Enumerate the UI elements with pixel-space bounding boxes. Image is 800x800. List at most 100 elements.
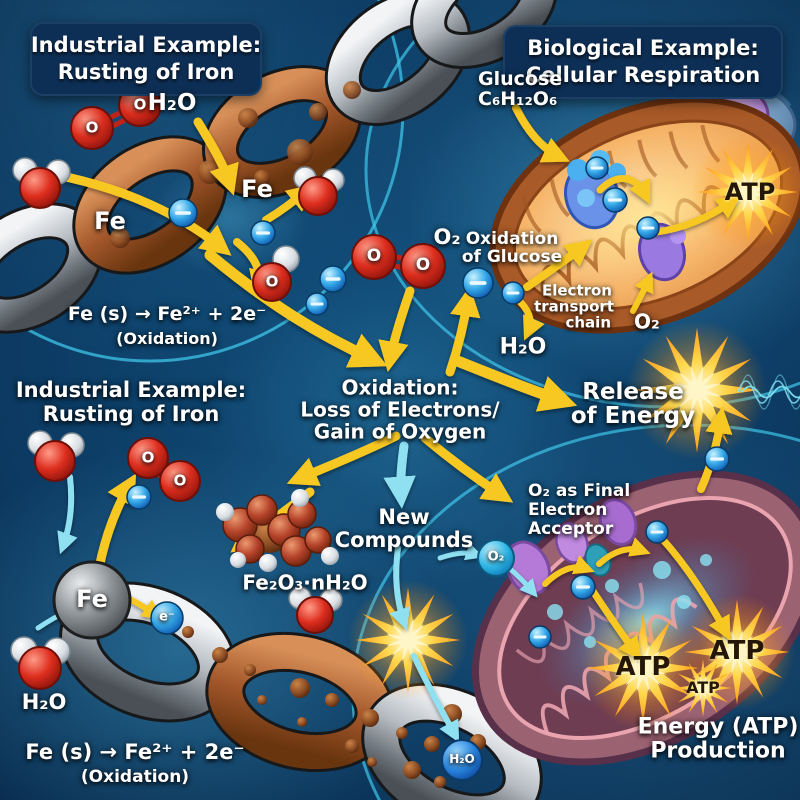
oxygen-atom-label: O — [415, 255, 431, 276]
rust-particles — [182, 626, 486, 788]
glucose-formula: C₆H₁₂O₆ — [478, 88, 558, 111]
arrow — [596, 175, 651, 205]
industrial-title-2-line1: Industrial Example: — [15, 377, 247, 402]
electron-icon — [250, 220, 276, 246]
o2-molecule-bottom-left — [127, 437, 201, 502]
oxygen-atom-label: O — [265, 272, 279, 291]
h2o-bubble-label: H₂O — [449, 752, 475, 767]
arrow — [57, 474, 78, 555]
energy-production-line1: Energy (ATP) — [637, 714, 799, 740]
release-line2: of Energy — [570, 402, 696, 429]
starburst-atp-top — [690, 134, 800, 250]
electron-icon — [602, 187, 628, 213]
oxygen-atom-label: O — [85, 118, 99, 137]
title-box-industrial-top: Industrial Example: Rusting of Iron — [30, 22, 262, 96]
arrow — [411, 653, 460, 743]
chain-link — [361, 682, 543, 800]
electron-icon — [501, 281, 525, 305]
energy-wave — [737, 374, 800, 410]
title-line: Cellular Respiration — [525, 63, 761, 87]
title-box-biological-top: Biological Example: Cellular Respiration — [503, 25, 783, 99]
electron-icon — [585, 156, 609, 180]
oxygen-atom-label: O — [366, 246, 382, 267]
electron-icon — [126, 484, 152, 510]
arrow — [630, 271, 654, 314]
electron-icon — [462, 267, 494, 299]
oxygen-atom-label: O — [133, 95, 147, 114]
electron-icon — [168, 198, 198, 228]
electron-e-sphere — [150, 601, 184, 635]
etc-line1: Electron — [541, 281, 612, 300]
water-molecule — [27, 430, 85, 482]
starburst-atp-1 — [581, 606, 705, 730]
arrow — [596, 537, 651, 567]
o2-label-center: O₂ — [433, 224, 461, 249]
fe-atom-sphere — [52, 560, 132, 640]
arrow — [389, 545, 410, 631]
atp-label-1: ATP — [615, 652, 671, 683]
fe-label-left: Fe — [94, 207, 126, 236]
energy-production-line2: Production — [650, 738, 786, 764]
arrow — [523, 239, 593, 291]
oxidation-equation-note-top: (Oxidation) — [116, 328, 218, 348]
arrow — [286, 431, 401, 486]
title-line: Rusting of Iron — [57, 60, 235, 84]
arrow — [449, 354, 578, 412]
water-molecule — [288, 586, 343, 634]
arrow — [542, 555, 595, 587]
electron-icon — [704, 446, 730, 472]
o2-molecule-center — [351, 234, 446, 289]
electron-label: e⁻ — [159, 609, 175, 625]
definition-line2: Loss of Electrons/ — [300, 397, 500, 422]
oxygen-atom-label: O — [173, 471, 187, 490]
water-molecule — [10, 636, 71, 690]
oxygen-atom-label: O — [141, 448, 155, 467]
h2o-label-top-left: H₂O — [147, 89, 197, 116]
water-molecule — [12, 157, 71, 209]
oxidation-equation-top: Fe (s) → Fe²⁺ + 2e⁻ — [67, 303, 267, 326]
arrow — [378, 286, 415, 373]
etc-line3: chain — [565, 313, 611, 332]
final-acceptor-line3: Acceptor — [528, 519, 614, 540]
electron-icon — [636, 216, 660, 240]
arrow — [512, 104, 570, 163]
arrow — [506, 565, 538, 598]
o2-bubble-label: O₂ — [487, 549, 505, 565]
definition-line3: Gain of Oxygen — [313, 419, 487, 444]
arrow — [383, 441, 416, 509]
rust-formula-label: Fe₂O₃·nH₂O — [242, 570, 368, 595]
hydroxide-molecule — [252, 245, 300, 302]
atp-label-small: ATP — [686, 677, 720, 697]
oxidation-of-glucose-line2: of Glucose — [461, 247, 563, 268]
arrow — [420, 433, 514, 503]
fe-sphere-label: Fe — [76, 585, 108, 614]
new-compounds-line2: Compounds — [334, 527, 474, 552]
h2o-label-bottom-left: H₂O — [21, 689, 67, 714]
water-molecule — [293, 166, 345, 216]
starburst-new-compounds — [348, 580, 468, 700]
electrons — [126, 156, 730, 649]
final-acceptor-line1: O₂ as Final — [528, 481, 631, 502]
etc-line2: transport — [534, 297, 614, 316]
atp-label-2: ATP — [709, 636, 765, 667]
cyan-arrows — [35, 441, 538, 743]
final-acceptor-line2: Electron — [528, 500, 608, 521]
title-line: Industrial Example: — [30, 32, 262, 57]
definition-line1: Oxidation: — [341, 375, 459, 400]
fe-label-right: Fe — [241, 175, 273, 204]
rust-compound-cluster — [216, 489, 339, 572]
electron-icon — [305, 292, 329, 316]
electron-icon — [528, 625, 552, 649]
new-compounds-line1: New — [378, 504, 430, 529]
arrow — [652, 195, 741, 236]
oxidation-equation-bottom: Fe (s) → Fe²⁺ + 2e⁻ — [25, 739, 245, 764]
electron-icon — [570, 574, 596, 600]
title-line: Biological Example: — [527, 35, 759, 60]
glucose-label: Glucose — [478, 68, 563, 91]
oxidation-of-glucose-line1: Oxidation — [465, 229, 559, 250]
o2-label-etc: O₂ — [634, 309, 660, 334]
arrow — [204, 249, 388, 368]
release-line1: Release — [582, 378, 684, 405]
